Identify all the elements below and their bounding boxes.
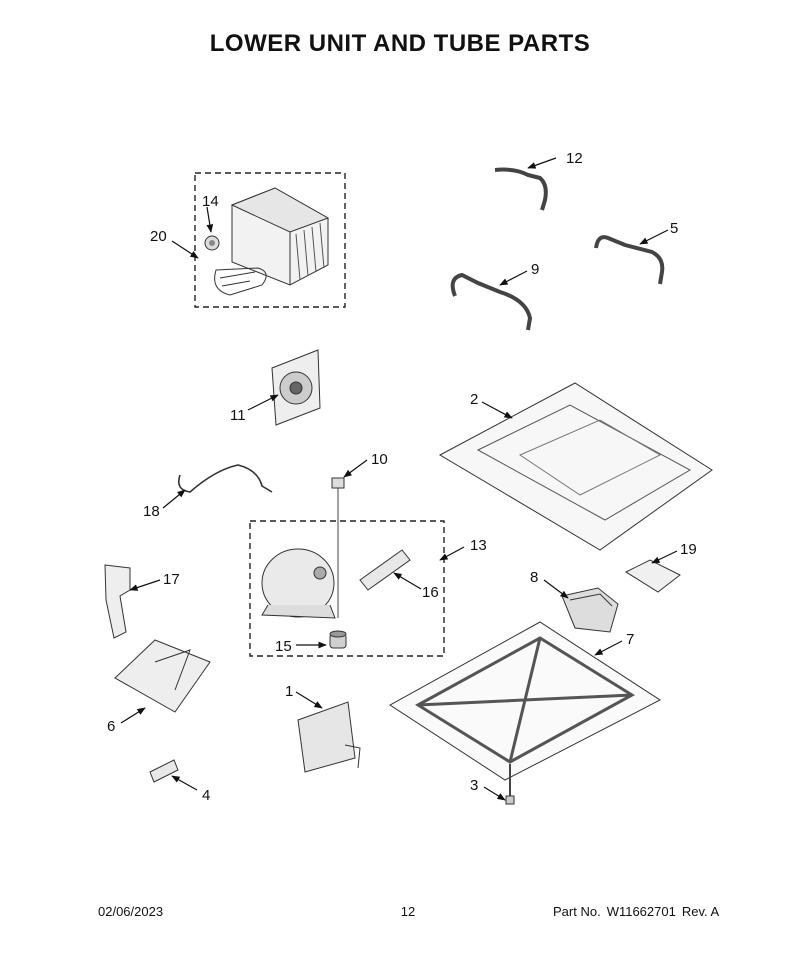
callout-13: 13 xyxy=(470,537,487,554)
footer-revision: Rev. A xyxy=(681,904,720,919)
footer-part-no-label: Part No. xyxy=(553,904,601,919)
callout-1: 1 xyxy=(285,683,293,700)
callout-15: 15 xyxy=(275,638,292,655)
part-tube-12 xyxy=(494,167,548,211)
part-tray-6 xyxy=(114,639,211,713)
callout-7: 7 xyxy=(626,631,634,648)
callout-16: 16 xyxy=(422,584,439,601)
callout-11: 11 xyxy=(230,407,246,424)
assembly-group-box-13 xyxy=(249,520,445,657)
part-grommet-14 xyxy=(204,235,220,251)
part-1 xyxy=(297,701,361,773)
page-title: LOWER UNIT AND TUBE PARTS xyxy=(209,30,591,57)
callout-14: 14 xyxy=(202,193,219,210)
part-grommet-15 xyxy=(329,630,347,649)
callout-12: 12 xyxy=(566,150,583,167)
callout-18: 18 xyxy=(143,503,160,520)
footer-part-number: Part No. W11662701 Rev. A xyxy=(553,904,725,919)
part-sleeve-4 xyxy=(149,759,179,783)
part-filter-drier-16 xyxy=(359,549,411,591)
assembly-group-box-20 xyxy=(194,172,346,308)
part-base-plate-2 xyxy=(438,382,713,551)
part-screw-3 xyxy=(505,764,515,805)
callout-2: 2 xyxy=(470,391,478,408)
part-compressor xyxy=(261,548,336,619)
callout-5: 5 xyxy=(670,220,678,237)
part-tube-5 xyxy=(594,235,665,285)
callout-8: 8 xyxy=(530,569,538,586)
callout-3: 3 xyxy=(470,777,478,794)
callout-20: 20 xyxy=(150,228,167,245)
part-control-module-8 xyxy=(561,587,619,633)
leader-arrows xyxy=(120,157,678,801)
footer-date: 02/06/2023 xyxy=(98,904,164,919)
callout-6: 6 xyxy=(107,718,115,735)
footer-page-number: 12 xyxy=(400,904,416,919)
callout-10: 10 xyxy=(371,451,388,468)
callout-19: 19 xyxy=(680,541,697,558)
part-tube-9 xyxy=(450,272,533,331)
callout-4: 4 xyxy=(202,787,210,804)
part-fan-assembly-11 xyxy=(271,349,321,426)
part-drain-tube-17 xyxy=(104,564,131,639)
part-bolt-10 xyxy=(331,477,345,618)
callout-9: 9 xyxy=(531,261,539,278)
part-heater-plate-7 xyxy=(389,621,661,781)
part-evaporator-assembly xyxy=(214,187,330,296)
part-bracket-19 xyxy=(624,559,681,593)
callout-17: 17 xyxy=(163,571,180,588)
footer-part-no-value: W11662701 xyxy=(606,904,676,919)
part-wire-harness-18 xyxy=(177,464,273,493)
